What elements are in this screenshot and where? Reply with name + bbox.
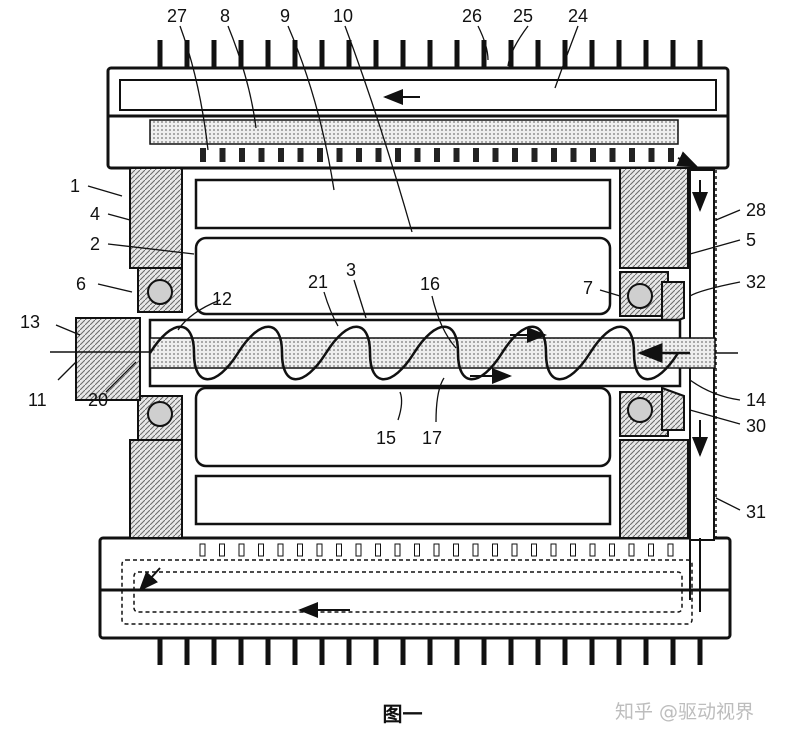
bottom-flow-arrows xyxy=(138,567,350,618)
stator-tooth xyxy=(336,543,342,557)
stator-tooth xyxy=(277,543,284,557)
label-11: 11 xyxy=(28,390,47,410)
label-15: 15 xyxy=(376,428,396,448)
stator-tooth xyxy=(609,543,615,557)
stator-tooth xyxy=(570,543,576,557)
hollow-shaft xyxy=(148,318,738,388)
bottom-housing xyxy=(98,536,732,640)
stator-tooth xyxy=(356,148,362,162)
shaft-end-cap xyxy=(75,317,141,401)
stator-tooth xyxy=(239,148,245,162)
stator-tooth xyxy=(589,543,596,557)
stator-teeth-top xyxy=(200,148,674,162)
stator-tooth xyxy=(512,148,518,162)
stator-tooth xyxy=(258,148,265,162)
stator-tooth xyxy=(219,543,225,557)
label-32: 32 xyxy=(746,272,766,292)
stator-tooth xyxy=(648,148,655,162)
label-17: 17 xyxy=(422,428,442,448)
label-12: 12 xyxy=(212,289,232,309)
stator-tooth xyxy=(414,543,420,557)
label-16: 16 xyxy=(420,274,440,294)
bottom-coolant-loop xyxy=(121,559,693,625)
stator-tooth xyxy=(667,543,674,557)
stator-tooth xyxy=(297,148,304,162)
stator-tooth xyxy=(258,543,264,557)
label-21: 21 xyxy=(308,272,328,292)
right-end-shield-lower xyxy=(619,439,689,539)
stator-tooth xyxy=(434,148,440,162)
stator-tooth xyxy=(550,543,557,557)
stator-tooth xyxy=(492,148,499,162)
stator-tooth xyxy=(433,543,440,557)
stator-tooth xyxy=(531,148,538,162)
stator-tooth xyxy=(200,148,206,162)
bottom-cooling-fins xyxy=(157,638,703,665)
right-end-shield-upper xyxy=(619,167,689,269)
stator-tooth xyxy=(531,543,537,557)
label-31: 31 xyxy=(746,502,766,522)
stator-tooth xyxy=(629,148,635,162)
watermark: 知乎 @驱动视界 xyxy=(615,701,755,723)
label-25: 25 xyxy=(513,6,533,26)
stator-tooth xyxy=(238,543,245,557)
bearings xyxy=(137,267,685,441)
stator-tooth xyxy=(453,148,460,162)
stator-tooth xyxy=(628,543,635,557)
label-28: 28 xyxy=(746,200,766,220)
stator-tooth xyxy=(336,148,343,162)
left-end-shield-upper xyxy=(129,167,183,269)
stator-tooth xyxy=(453,543,459,557)
label-6: 6 xyxy=(76,274,86,294)
stator-tooth xyxy=(492,543,498,557)
rotor-body xyxy=(194,178,612,526)
figure-caption: 图一 xyxy=(382,702,423,726)
stator-tooth xyxy=(297,543,303,557)
stator-tooth xyxy=(473,148,479,162)
stator-tooth xyxy=(511,543,518,557)
stator-tooth xyxy=(570,148,577,162)
label-14: 14 xyxy=(746,390,766,410)
stator-winding-top xyxy=(149,119,679,145)
stator-tooth xyxy=(219,148,226,162)
leader-lines xyxy=(55,25,741,511)
stator-tooth xyxy=(278,148,284,162)
stator-tooth xyxy=(609,148,616,162)
stator-tooth xyxy=(375,543,381,557)
stator-tooth xyxy=(668,148,674,162)
label-13: 13 xyxy=(20,312,40,332)
label-9: 9 xyxy=(280,6,290,26)
label-30: 30 xyxy=(746,416,766,436)
stator-tooth xyxy=(375,148,382,162)
label-3: 3 xyxy=(346,260,356,280)
stator-tooth xyxy=(648,543,654,557)
label-24: 24 xyxy=(568,6,588,26)
stator-tooth xyxy=(414,148,421,162)
label-20: 20 xyxy=(88,390,108,410)
label-27: 27 xyxy=(167,6,187,26)
label-7: 7 xyxy=(583,278,593,298)
stator-tooth xyxy=(317,148,323,162)
stator-tooth xyxy=(199,543,206,557)
stator-tooth xyxy=(316,543,323,557)
stator-tooth xyxy=(472,543,479,557)
stator-tooth xyxy=(551,148,557,162)
stator-tooth xyxy=(355,543,362,557)
stator-tooth xyxy=(395,148,401,162)
label-4: 4 xyxy=(90,204,100,224)
label-10: 10 xyxy=(333,6,353,26)
label-2: 2 xyxy=(90,234,100,254)
stator-teeth-bottom xyxy=(199,543,674,557)
stator-tooth xyxy=(394,543,401,557)
label-26: 26 xyxy=(462,6,482,26)
label-1: 1 xyxy=(70,176,80,196)
stator-tooth xyxy=(590,148,596,162)
label-5: 5 xyxy=(746,230,756,250)
left-end-shield-lower xyxy=(129,439,183,539)
label-8: 8 xyxy=(220,6,230,26)
